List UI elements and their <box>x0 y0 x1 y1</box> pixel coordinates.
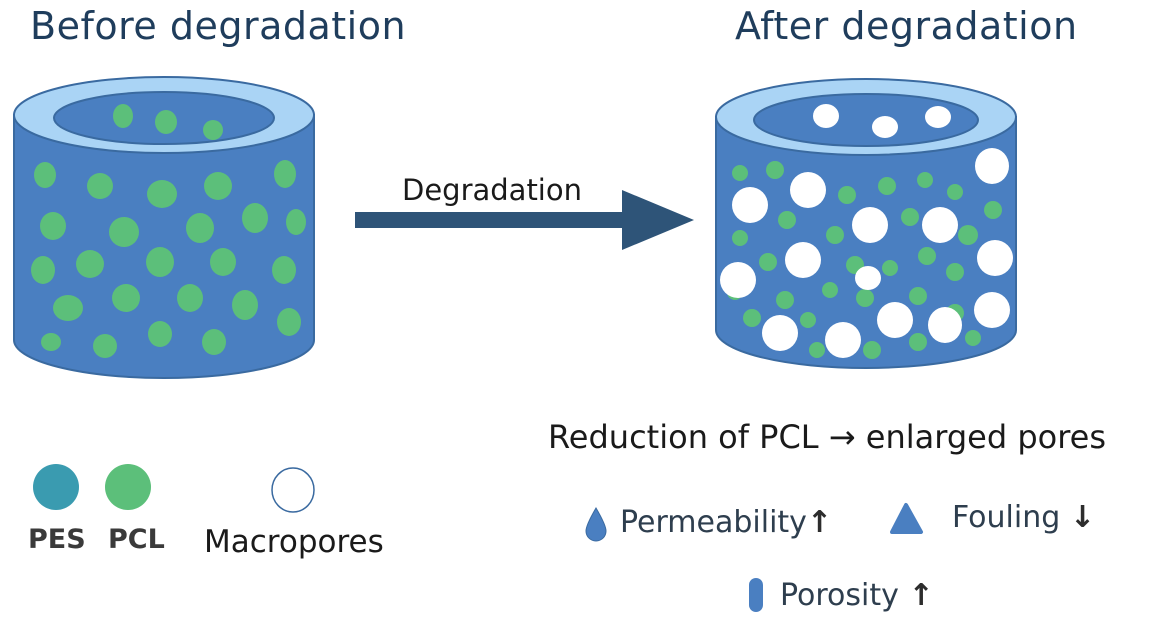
summary-text: Reduction of PCL → enlarged pores <box>548 418 1107 456</box>
fouling-down-arrow-icon: ↓ <box>1069 500 1095 535</box>
porosity-up-arrow-icon: ↑ <box>908 578 934 613</box>
permeability-up-arrow-icon: ↑ <box>806 505 833 540</box>
membrane-after-lumen <box>753 93 979 147</box>
triangle-icon <box>890 503 923 534</box>
porosity-label: Porosity <box>780 578 899 613</box>
arrow-shaft <box>355 212 625 228</box>
legend-pcl-swatch <box>105 464 151 510</box>
membrane-before <box>13 76 315 379</box>
legend-pcl-label: PCL <box>108 524 165 555</box>
legend-macropores-label: Macropores <box>204 524 384 560</box>
pcl-domains-after <box>727 161 1002 359</box>
arrow-head <box>622 190 694 250</box>
porosity-effect: Porosity ↑ <box>780 578 934 613</box>
droplet-icon <box>585 507 607 542</box>
permeability-label: Permeability <box>620 505 807 540</box>
membrane-after <box>715 78 1017 369</box>
fouling-effect: Fouling ↓ <box>952 500 1095 535</box>
arrow-label: Degradation <box>402 173 582 207</box>
legend-macropore-swatch <box>271 467 315 513</box>
title-after-degradation: After degradation <box>735 4 1078 48</box>
permeability-effect: Permeability↑ <box>620 505 832 540</box>
title-before-degradation: Before degradation <box>30 4 407 48</box>
degradation-arrow <box>355 190 694 250</box>
legend-pes-label: PES <box>28 524 86 555</box>
pcl-domains-before <box>31 104 306 358</box>
pill-icon <box>749 578 763 612</box>
legend-pes-swatch <box>33 464 79 510</box>
legend <box>33 464 315 513</box>
macropores-after <box>720 104 1013 358</box>
fouling-label: Fouling <box>952 500 1061 535</box>
